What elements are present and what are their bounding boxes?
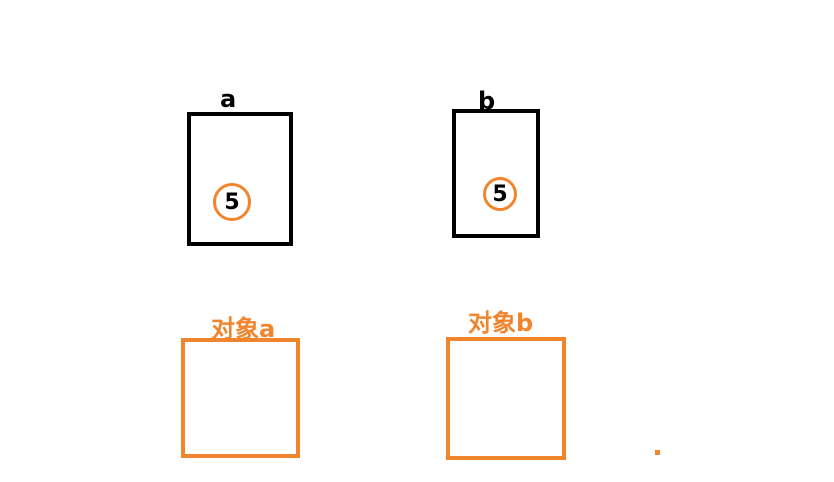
variable-b-value: 5 [492,181,508,207]
variable-a-value-circle: 5 [213,183,251,221]
variable-b-box [452,109,540,238]
object-a-box [181,338,300,458]
variable-a-value: 5 [224,189,240,215]
variable-b-label: b [478,87,496,115]
variable-a-box [187,112,293,246]
variable-a-label: a [220,85,237,113]
object-b-label: 对象b [468,309,534,337]
object-b-box [446,337,566,460]
stray-dot [655,450,660,455]
object-a-label: 对象a [211,315,276,343]
variable-b-value-circle: 5 [483,177,517,211]
